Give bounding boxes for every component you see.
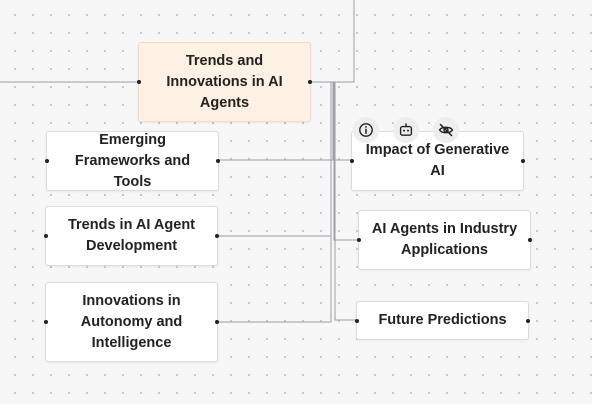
node-right-handle[interactable] <box>528 238 532 242</box>
agent-button[interactable] <box>393 117 419 143</box>
info-button[interactable] <box>353 117 379 143</box>
node-left-handle[interactable] <box>45 159 49 163</box>
root-right-handle[interactable] <box>308 80 312 84</box>
node-trends-development[interactable]: Trends in AI Agent Development <box>44 206 219 266</box>
node-label: Trends in AI Agent Development <box>67 217 196 254</box>
robot-icon <box>399 123 413 136</box>
info-icon <box>359 123 373 137</box>
node-right-handle[interactable] <box>521 159 525 163</box>
root-node[interactable]: Trends and Innovations in AI Agents <box>137 42 312 122</box>
node-left-handle[interactable] <box>44 234 48 238</box>
root-node-label: Trends and Innovations in AI Agents <box>166 52 283 111</box>
node-emerging-frameworks[interactable]: Emerging Frameworks and Tools <box>45 131 220 191</box>
node-left-handle[interactable] <box>357 238 361 242</box>
node-label: Future Predictions <box>378 312 507 328</box>
node-left-handle[interactable] <box>350 159 354 163</box>
eye-off-icon <box>438 123 454 137</box>
edge-root-to-future <box>311 81 356 321</box>
node-right-handle[interactable] <box>526 318 530 323</box>
edge-canvas-frame <box>311 0 355 83</box>
node-right-handle[interactable] <box>215 234 219 238</box>
hide-button[interactable] <box>433 117 459 143</box>
node-industry-applications[interactable]: AI Agents in Industry Applications <box>357 210 532 270</box>
node-label: Emerging Frameworks and Tools <box>74 131 191 190</box>
node-left-handle[interactable] <box>355 318 359 323</box>
root-left-handle[interactable] <box>137 80 141 84</box>
node-future-predictions[interactable]: Future Predictions <box>355 301 530 340</box>
node-left-handle[interactable] <box>44 320 48 324</box>
node-innovations-autonomy[interactable]: Innovations in Autonomy and Intelligence <box>44 282 219 362</box>
node-right-handle[interactable] <box>216 159 220 163</box>
node-label: AI Agents in Industry Applications <box>371 221 518 258</box>
node-label: Impact of Generative AI <box>365 142 510 179</box>
node-label: Innovations in Autonomy and Intelligence <box>80 292 183 351</box>
node-right-handle[interactable] <box>215 320 219 324</box>
